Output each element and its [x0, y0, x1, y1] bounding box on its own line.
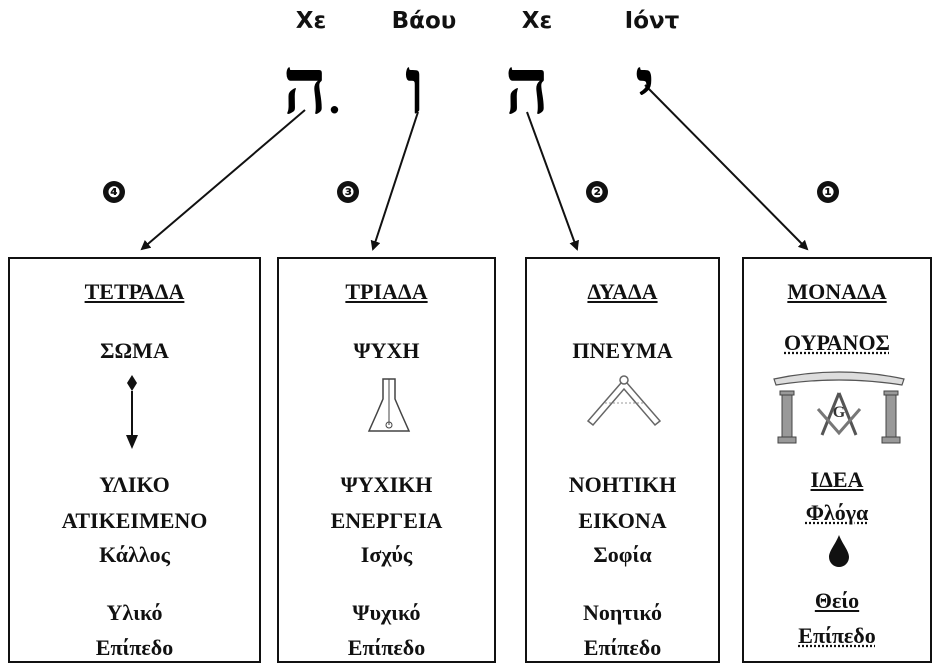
box-plane-line-1: Υλικό — [106, 600, 163, 625]
box-plane-line-2: Επίπεδο — [798, 623, 876, 648]
box-tetrada: ΤΕΤΡΑΔΑ ΣΩΜΑ ΥΛΙΚΟ ΑΤΙΚΕΙΜΕΝΟ Κάλλος Υλι… — [8, 257, 261, 663]
box-element: ΨΥΧΗ — [353, 338, 420, 363]
square-compass-pillars-icon: G — [773, 371, 905, 444]
badge-3: ❸ — [337, 181, 359, 203]
box-plane-line-2: Επίπεδο — [583, 635, 662, 660]
letter-name-he-2: Χε — [521, 8, 553, 34]
box-monada: ΜΟΝΑΔΑ ΟΥΡΑΝΟΣ G ΙΔΕΑ Φλόγα Θείο Επίπεδο — [742, 257, 932, 663]
box-element: ΣΩΜΑ — [100, 338, 169, 363]
box-virtue: Κάλλος — [99, 542, 170, 567]
box-dyada: ΔΥΑΔΑ ΠΝΕΥΜΑ ΝΟΗΤΙΚΗ ΕΙΚΟΝΑ Σοφία Νοητικ… — [525, 257, 720, 663]
letter-name-yod: Ιόντ — [624, 8, 680, 34]
box-title: ΔΥΑΔΑ — [587, 279, 658, 304]
letter-name-vav: Βάου — [391, 8, 457, 34]
arrow-yod-to-monada — [644, 84, 809, 251]
box-line-2: ΕΙΚΟΝΑ — [578, 508, 667, 533]
hebrew-letter-yod: י — [634, 41, 656, 132]
drop-icon — [829, 535, 849, 567]
box-line-1: ΝΟΗΤΙΚΗ — [568, 472, 677, 497]
compass-icon — [586, 375, 662, 427]
badge-1: ❶ — [817, 181, 839, 203]
badge-2: ❷ — [586, 181, 608, 203]
hebrew-letter-he-final: ה. — [282, 41, 342, 132]
box-line-1: ΙΔΕΑ — [810, 467, 864, 492]
arrow-he-to-tetrada — [140, 109, 306, 251]
box-element: ΟΥΡΑΝΟΣ — [784, 330, 890, 355]
level-icon — [367, 378, 411, 432]
box-plane-line-1: Νοητικό — [583, 600, 662, 625]
hebrew-letter-he: ה — [504, 41, 550, 132]
box-title: ΜΟΝΑΔΑ — [787, 279, 887, 304]
box-plane-line-1: Θείο — [814, 588, 860, 613]
hebrew-letter-vav: ו — [405, 41, 425, 132]
svg-text:G: G — [833, 404, 846, 421]
box-virtue: Σοφία — [593, 542, 652, 567]
box-triada: ΤΡΙΑΔΑ ΨΥΧΗ ΨΥΧΙΚΗ ΕΝΕΡΓΕΙΑ Ισχύς Ψυχικό… — [277, 257, 496, 663]
badge-4: ❹ — [103, 181, 125, 203]
box-title: ΤΡΙΑΔΑ — [345, 279, 428, 304]
box-plane-line-1: Ψυχικό — [352, 600, 421, 625]
box-plane-line-2: Επίπεδο — [95, 635, 174, 660]
box-title: ΤΕΤΡΑΔΑ — [84, 279, 185, 304]
box-line-2: ΑΤΙΚΕΙΜΕΝΟ — [61, 508, 208, 533]
box-virtue: Ισχύς — [360, 542, 413, 567]
box-line-1: ΨΥΧΙΚΗ — [340, 472, 433, 497]
arrow-he-to-dyada — [526, 111, 579, 251]
arrow-vav-to-triada — [370, 111, 419, 251]
plumb-line-icon — [126, 375, 138, 449]
letter-name-he-1: Χε — [295, 8, 327, 34]
box-line-1: ΥΛΙΚΟ — [99, 472, 170, 497]
box-plane-line-2: Επίπεδο — [347, 635, 426, 660]
box-line-2: Φλόγα — [805, 500, 869, 525]
box-element: ΠΝΕΥΜΑ — [572, 338, 673, 363]
box-line-2: ΕΝΕΡΓΕΙΑ — [330, 508, 443, 533]
